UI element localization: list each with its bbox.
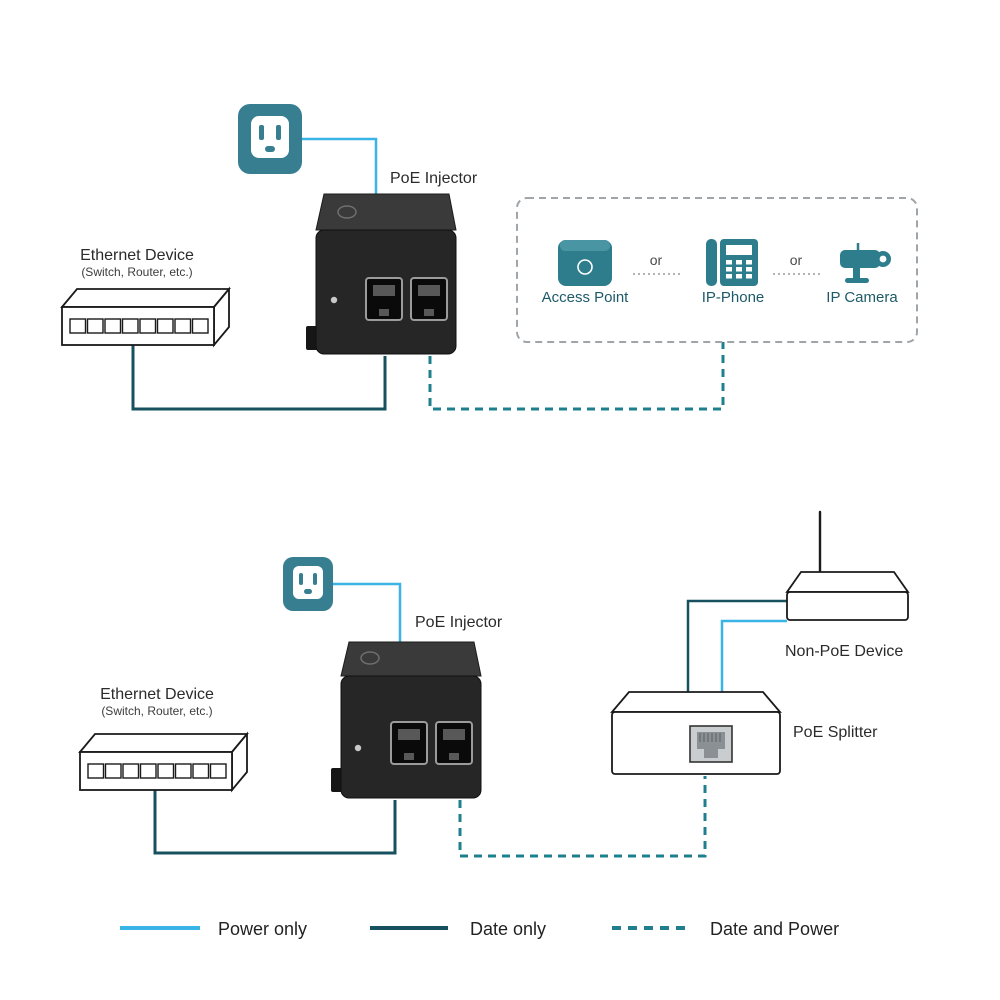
injector-logo xyxy=(337,205,357,219)
phone-screen xyxy=(726,245,752,255)
poe-splitter-label: PoE Splitter xyxy=(793,724,878,741)
power-line-bottom xyxy=(333,582,402,644)
switch-ports xyxy=(87,763,227,779)
injector-port-right-bottom xyxy=(435,721,473,765)
outlet-slot-left xyxy=(299,573,303,585)
splitter-rj45-port xyxy=(689,725,733,763)
access-point-icon xyxy=(558,240,612,286)
data-power-line-top xyxy=(428,342,725,411)
switch-top-face xyxy=(60,288,231,308)
poe-injector-device-bottom xyxy=(331,641,482,799)
access-point-label: Access Point xyxy=(542,289,630,306)
injector-mount-tab xyxy=(306,326,318,350)
injector-port-left-bottom xyxy=(390,721,428,765)
poe-injector-label-top: PoE Injector xyxy=(390,170,478,187)
injector-mount-tab xyxy=(331,768,343,792)
router-front-face xyxy=(786,591,909,621)
data-line-top xyxy=(131,345,387,411)
poe-injector-device-top xyxy=(306,193,457,355)
non-poe-device-icon xyxy=(785,510,910,621)
legend-data-and-power-label: Date and Power xyxy=(710,919,839,939)
switch-ports xyxy=(69,318,209,334)
ip-phone-icon xyxy=(706,239,758,286)
data-power-line-bottom xyxy=(458,776,707,858)
outlet-slot-left xyxy=(259,125,264,140)
injector-port-left-top xyxy=(365,277,403,321)
powered-devices-box xyxy=(516,197,918,343)
ethernet-device-sublabel-bottom: (Switch, Router, etc.) xyxy=(101,704,212,718)
or-separator-2: or xyxy=(790,252,803,268)
power-line-top xyxy=(302,137,378,198)
splitter-power-line xyxy=(720,619,787,692)
access-point-logo xyxy=(577,259,593,275)
legend: Power only Date only Date and Power xyxy=(120,919,839,939)
ip-camera-label: IP Camera xyxy=(826,289,898,306)
camera-lens xyxy=(879,255,887,263)
camera-base xyxy=(845,278,869,283)
non-poe-device-label: Non-PoE Device xyxy=(785,643,903,660)
switch-top-face xyxy=(78,733,249,753)
injector-led xyxy=(330,296,338,304)
access-point-top-edge xyxy=(560,240,610,251)
legend-power-only-label: Power only xyxy=(218,919,307,939)
outlet-ground xyxy=(304,589,312,594)
router-top-face xyxy=(785,571,910,593)
injector-logo xyxy=(360,651,380,665)
ip-phone-label: IP-Phone xyxy=(702,289,765,306)
or-separator-1: or xyxy=(650,252,663,268)
outlet-slot-right xyxy=(276,125,281,140)
outlet-slot-right xyxy=(313,573,317,585)
poe-injector-label-bottom: PoE Injector xyxy=(415,614,503,631)
camera-stand xyxy=(853,268,860,278)
injector-led xyxy=(354,744,362,752)
injector-port-right-top xyxy=(410,277,448,321)
ip-camera-icon xyxy=(840,243,891,283)
legend-data-only-label: Date only xyxy=(470,919,546,939)
injector-top-face xyxy=(340,641,482,677)
data-line-bottom xyxy=(153,790,397,855)
phone-handset xyxy=(706,239,717,286)
wall-outlet-icon-top xyxy=(238,104,302,174)
outlet-face xyxy=(293,566,323,599)
camera-body xyxy=(840,250,880,268)
injector-top-face xyxy=(315,193,457,231)
ethernet-switch-icon-bottom xyxy=(78,731,249,793)
splitter-data-line xyxy=(686,599,787,692)
phone-keypad xyxy=(726,260,752,279)
ethernet-device-sublabel-top: (Switch, Router, etc.) xyxy=(81,265,192,279)
ethernet-device-label-bottom: Ethernet Device xyxy=(100,686,214,703)
poe-splitter-icon xyxy=(610,691,782,775)
splitter-top-face xyxy=(610,691,782,713)
ethernet-switch-icon-top xyxy=(60,286,231,348)
wall-outlet-icon-bottom xyxy=(283,557,333,611)
access-point-body xyxy=(558,240,612,286)
outlet-ground xyxy=(265,146,275,152)
ethernet-device-label-top: Ethernet Device xyxy=(80,247,194,264)
